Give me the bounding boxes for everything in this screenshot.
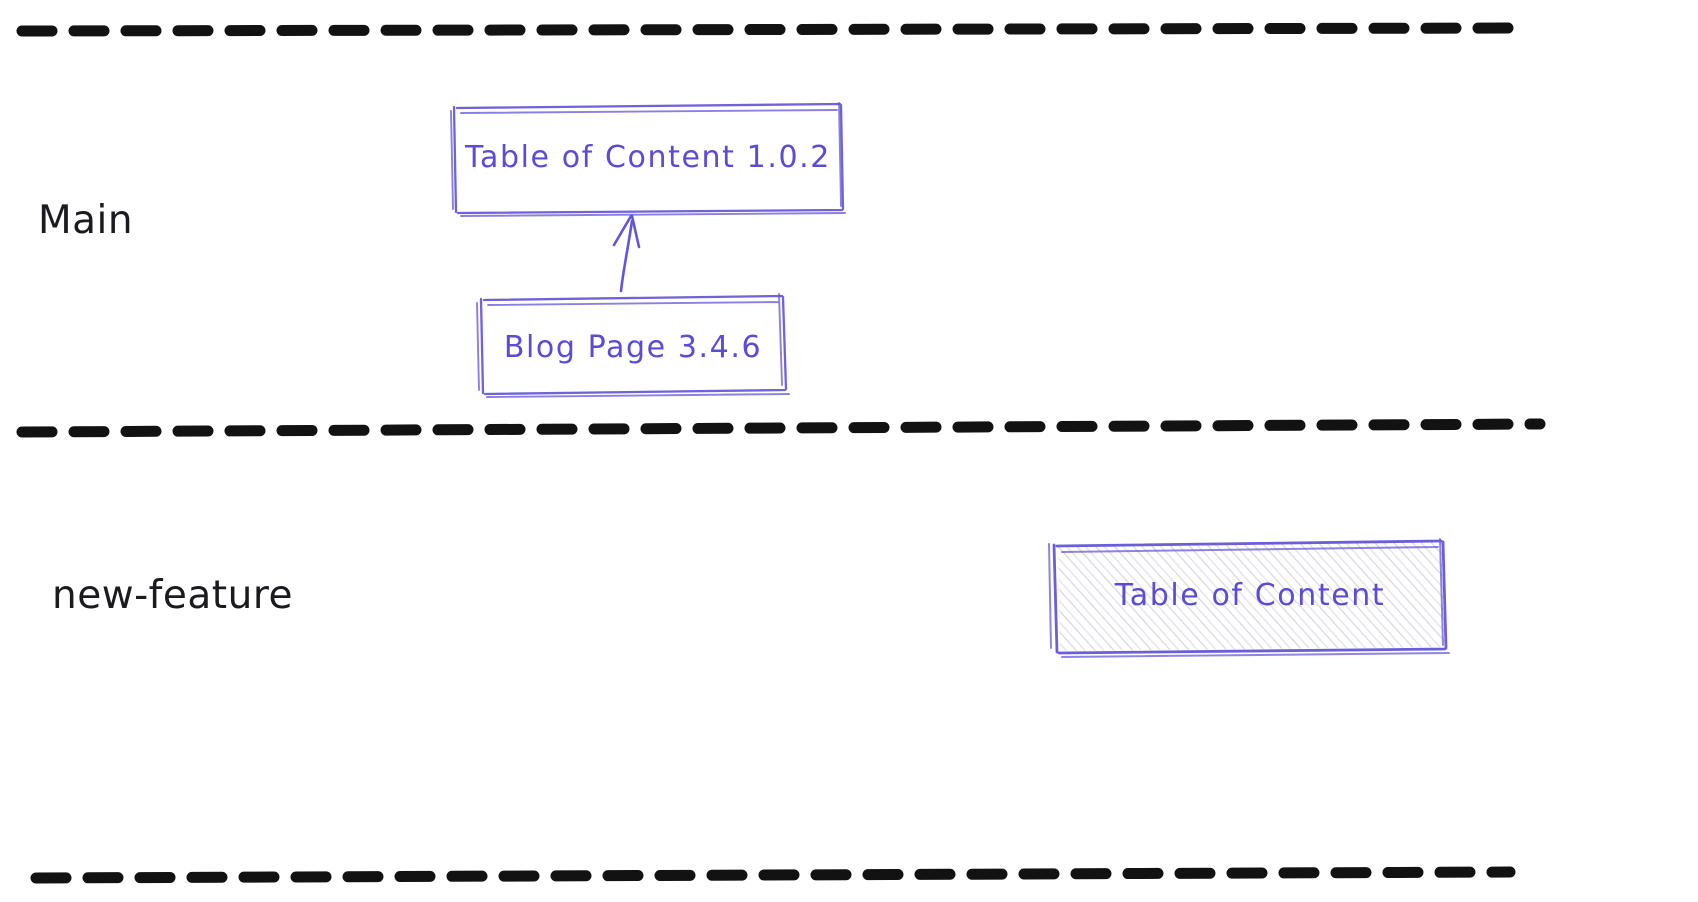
divider-middle: [16, 418, 1546, 438]
lane-label-main: Main: [38, 198, 134, 243]
node-label-toc-versioned: Table of Content 1.0.2: [465, 140, 831, 175]
node-blog-page[interactable]: [476, 293, 790, 398]
node-toc-versioned[interactable]: [450, 102, 846, 217]
connector-blog-page-to-toc: [612, 214, 641, 293]
node-toc-plain[interactable]: [1048, 538, 1450, 658]
node-label-toc-plain: Table of Content: [1114, 578, 1386, 613]
divider-bottom: [30, 866, 1516, 884]
lane-label-new-feature: new-feature: [52, 573, 293, 618]
node-label-blog-page: Blog Page 3.4.6: [503, 330, 763, 365]
divider-top: [16, 22, 1534, 37]
